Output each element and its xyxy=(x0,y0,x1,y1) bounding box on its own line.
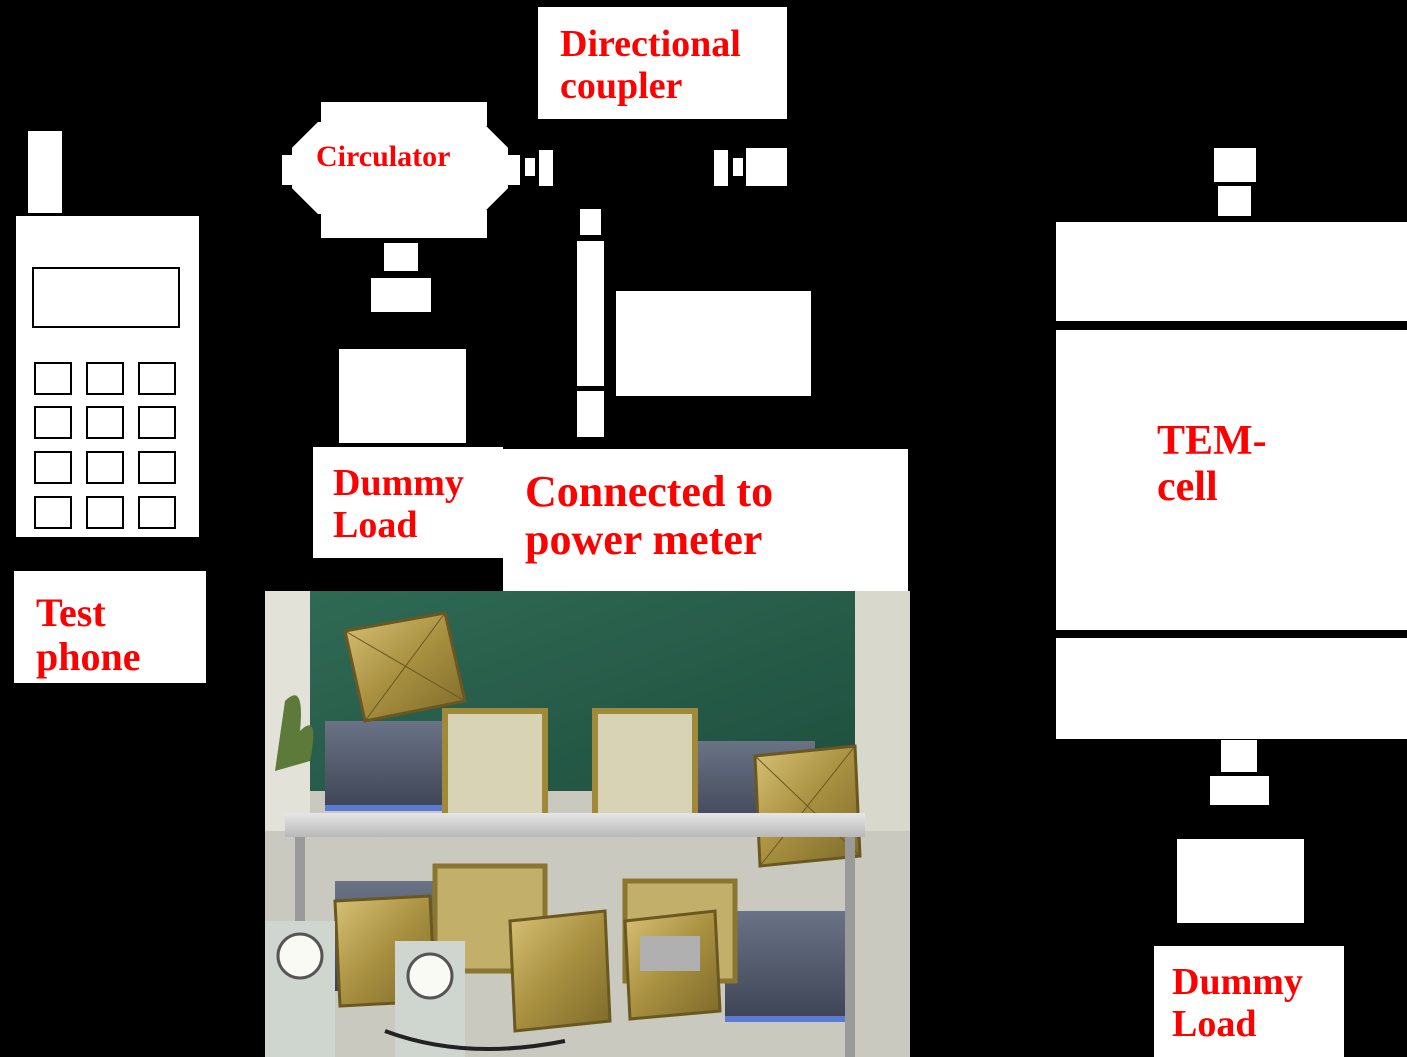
power-meter-connector-bottom xyxy=(577,391,604,437)
tem-cell-label: TEM- cell xyxy=(1157,418,1267,511)
power-meter-connector-top xyxy=(580,209,601,235)
tem-cell-lower-section xyxy=(1056,638,1407,739)
directional-coupler-label: Directional coupler xyxy=(560,23,741,107)
phone-key xyxy=(86,451,124,484)
phone-display xyxy=(32,267,180,328)
power-meter-cable xyxy=(577,241,604,386)
tem-dummy-load-block xyxy=(1177,839,1304,923)
test-phone-label: Test phone xyxy=(36,590,141,679)
equipment-photo xyxy=(265,591,910,1057)
phone-antenna xyxy=(28,131,62,213)
circulator-body xyxy=(292,122,508,214)
phone-key xyxy=(34,451,72,484)
circulator-label: Circulator xyxy=(316,140,451,173)
phone-key xyxy=(34,362,72,395)
coupler-out-connector-c xyxy=(746,148,787,186)
phone-key xyxy=(86,362,124,395)
coupler-in-connector-b xyxy=(539,150,553,186)
phone-key xyxy=(86,496,124,529)
tem-dummy-load-label-box xyxy=(1154,946,1344,1057)
dummy-load-block xyxy=(339,349,466,443)
dummy-load-label-box xyxy=(313,447,503,558)
coupler-in-connector-a xyxy=(525,158,535,176)
phone-key xyxy=(34,406,72,439)
phone-key xyxy=(138,451,176,484)
circulator-top-tab xyxy=(321,102,487,126)
power-meter-label-box xyxy=(503,449,908,592)
tem-dummy-load-label: Dummy Load xyxy=(1172,961,1303,1045)
directional-coupler-label-box xyxy=(538,7,787,119)
coupler-out-connector-a xyxy=(714,150,728,186)
tem-cell-upper-section xyxy=(1056,222,1407,321)
phone-key xyxy=(138,362,176,395)
dummy-load-label: Dummy Load xyxy=(333,462,464,546)
tem-dummy-connector-a xyxy=(1221,740,1257,772)
phone-key xyxy=(138,496,176,529)
phone-key xyxy=(138,406,176,439)
phone-key xyxy=(86,406,124,439)
tem-cell-main-section xyxy=(1056,330,1407,630)
phone-key xyxy=(34,496,72,529)
coupler-out-connector-b xyxy=(733,158,743,176)
power-meter-label: Connected to power meter xyxy=(525,467,774,565)
tem-cell-top-connector-b xyxy=(1218,186,1251,216)
tem-dummy-connector-b xyxy=(1210,776,1269,805)
dummy-load-connector-top xyxy=(384,243,418,271)
test-phone-label-box xyxy=(14,571,206,683)
dummy-load-connector-bottom xyxy=(371,278,431,312)
circulator-bottom-tab xyxy=(321,210,487,238)
power-meter-block xyxy=(616,291,811,396)
tem-cell-top-connector-a xyxy=(1214,148,1256,182)
